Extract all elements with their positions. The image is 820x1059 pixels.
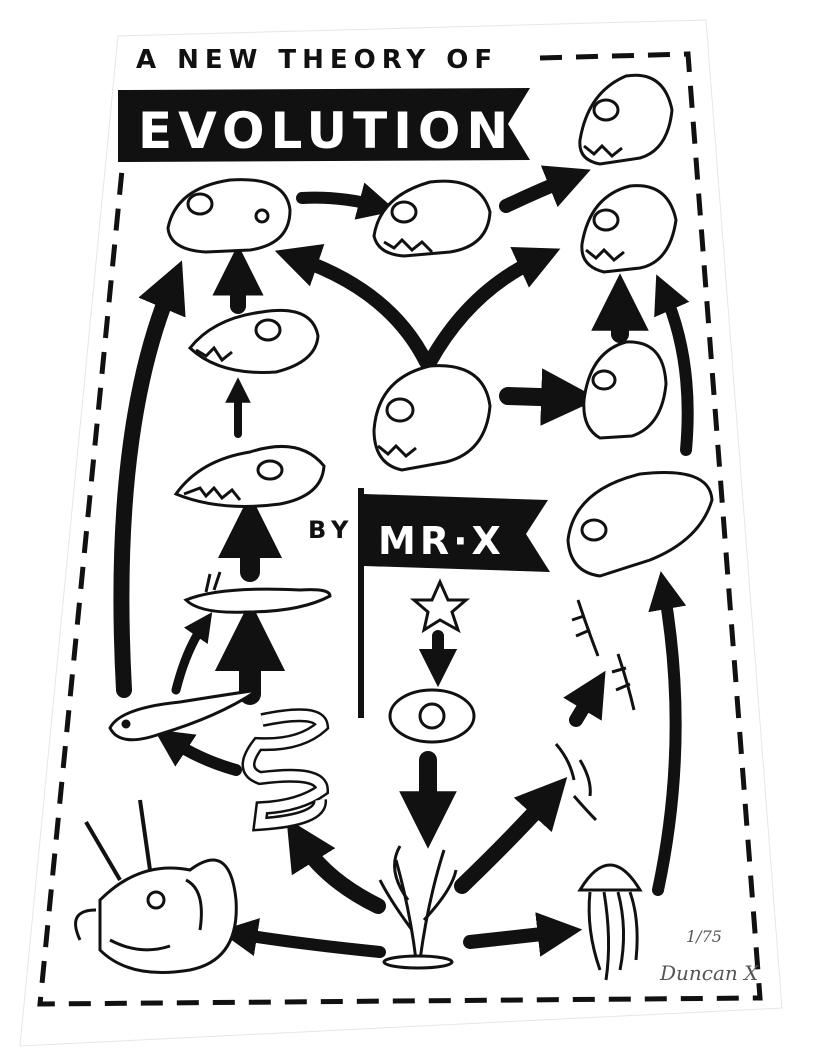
ape-skull-icon [372,179,492,258]
title-line: A NEW THEORY OF [136,45,498,75]
arrow-ape-to-gorilla [499,165,591,213]
arrow-tadpole-to-small-skull [113,260,186,698]
arrow-worm-to-tadpole [154,729,242,776]
cell-icon [388,688,476,744]
jellyfish-icon [577,863,643,981]
small-skull-icon [166,178,292,254]
arrow-larva-to-insect [563,670,606,727]
starfish-icon [409,578,471,634]
skull-right-icon [582,340,668,440]
evolution-arrows [113,165,694,958]
arrow-seaweed-to-larva [454,777,568,894]
lizard-skull-icon [173,445,326,508]
arrow-jellyfish-to-elongated-skull [648,571,687,896]
arrow-tadpole-to-eel [171,612,213,695]
arrow-seaweed-to-triceratops [219,918,386,958]
triceratops-skull-icon [74,799,238,974]
author-flag-text: MR·X [378,519,505,563]
elongated-skull-icon [566,470,714,578]
eel-creature-icon [183,571,332,614]
canine-skull-icon [187,308,320,374]
arrow-elongated-to-skull-right [654,274,694,456]
arrow-seaweed-to-worm [286,818,386,914]
author-flag [358,488,550,718]
arrow-human-to-ape-right [423,246,561,369]
gorilla-skull-icon [578,73,678,274]
tadpole-fish-icon [108,688,259,742]
arrow-small-skull-to-ape [296,182,397,220]
title-banner [118,88,530,162]
edition-number: 1/75 [686,927,722,946]
by-label: BY [308,516,354,544]
arrow-human-to-small-skull [274,244,433,369]
arrow-seaweed-to-jellyfish [463,912,583,957]
human-skull-icon [372,364,492,472]
larva-icon [554,743,598,822]
title-banner-text: EVOLUTION [138,102,514,160]
arrow-human-to-skull-right [499,368,599,426]
dashed-border [37,51,763,1007]
insect-icon [571,599,636,711]
artist-signature: Duncan X [659,961,759,985]
worm-icon [241,708,330,832]
seaweed-icon [378,845,458,970]
